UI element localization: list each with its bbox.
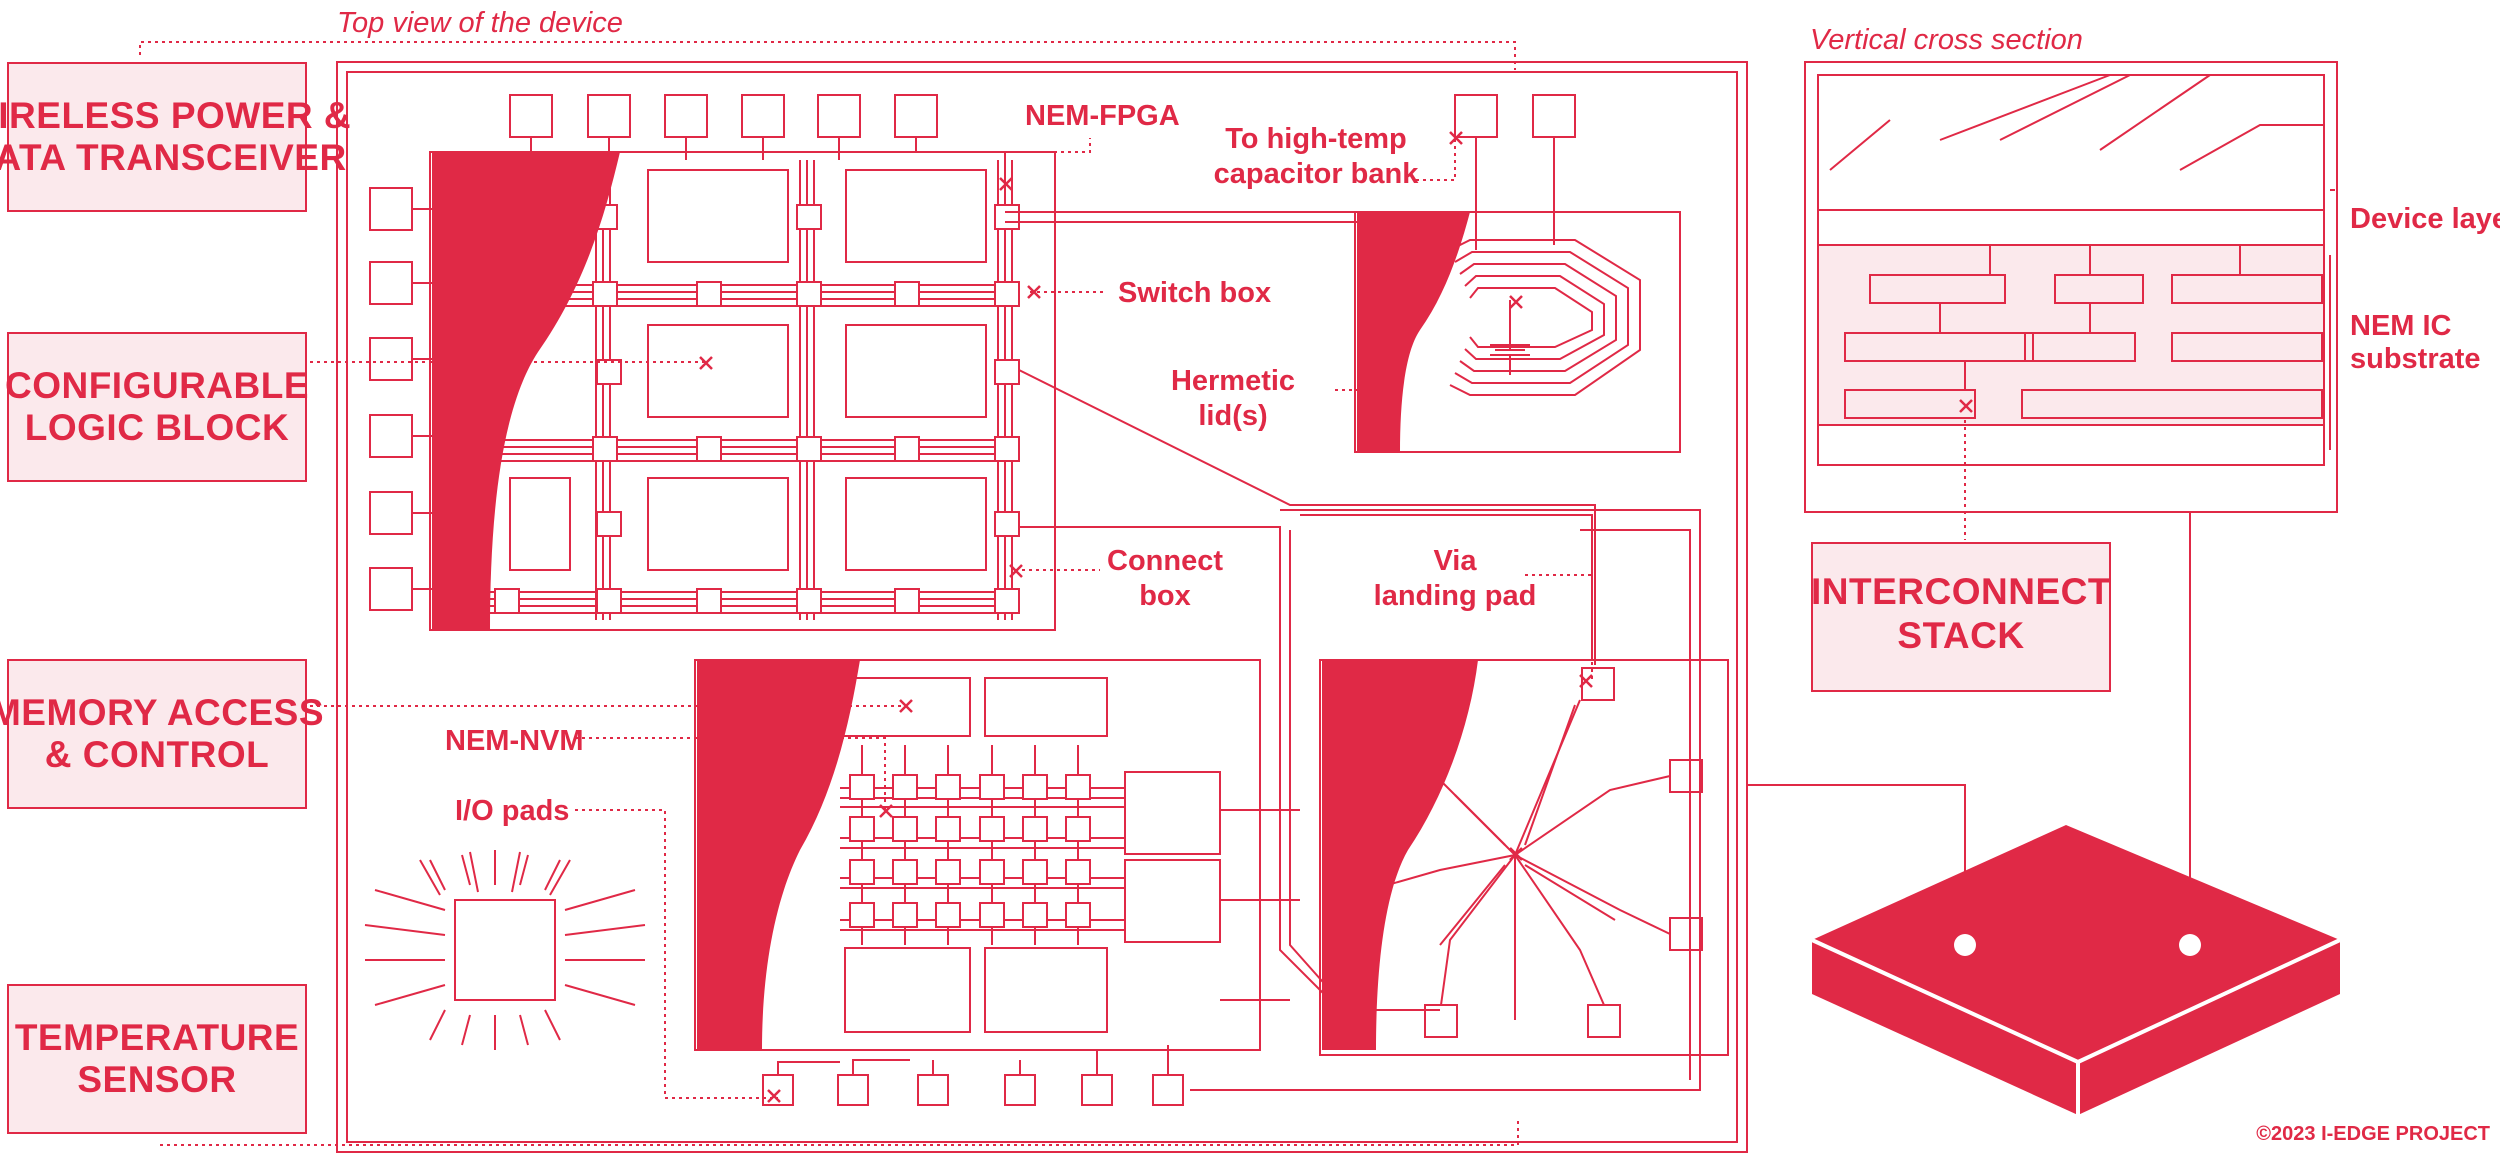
via-label-line2: landing pad bbox=[1374, 580, 1537, 612]
hermetic-lid-region bbox=[1005, 94, 1681, 453]
nem-nvm bbox=[694, 659, 1300, 1106]
cross-section bbox=[1804, 61, 2338, 513]
connect-box-label-line2: box bbox=[1139, 580, 1191, 612]
x-markers bbox=[699, 131, 1973, 1103]
nem-fpga bbox=[369, 94, 1056, 631]
wireless-box bbox=[7, 62, 307, 212]
interconnect-box bbox=[1811, 542, 2111, 692]
capacitor-label-line1: To high-temp bbox=[1225, 123, 1406, 155]
via-label-line1: Via bbox=[1433, 545, 1477, 577]
temperature-sensor bbox=[364, 850, 646, 1050]
memory-label-line1: MEMORY ACCESS bbox=[0, 692, 324, 733]
chip-block bbox=[1811, 825, 2341, 1115]
hermetic-lids bbox=[432, 152, 1478, 1050]
top-view-caption: Top view of the device bbox=[337, 7, 623, 39]
switch-box-label: Switch box bbox=[1118, 277, 1271, 309]
capacitor-label-line2: capacitor bank bbox=[1214, 158, 1420, 190]
nem-nvm-label: NEM-NVM bbox=[445, 725, 584, 757]
logic-box bbox=[7, 332, 307, 482]
temp-label-line1: TEMPERATURE bbox=[15, 1017, 299, 1058]
cross-section-caption: Vertical cross section bbox=[1810, 24, 2083, 56]
wireless-label-line2: DATA TRANSCEIVER bbox=[0, 137, 347, 178]
side-boxes bbox=[7, 62, 2111, 1134]
logic-label-line2: LOGIC BLOCK bbox=[25, 407, 289, 448]
connect-box-label-line1: Connect bbox=[1107, 545, 1223, 577]
nem-ic-label-line1: NEM IC bbox=[2350, 310, 2452, 342]
nem-ic-label-line2: substrate bbox=[2350, 343, 2481, 375]
temp-label-line2: SENSOR bbox=[77, 1059, 236, 1100]
callout-lines bbox=[310, 125, 1593, 1099]
hermetic-label-line1: Hermetic bbox=[1171, 365, 1295, 397]
callout-labels: NEM-FPGA To high-temp capacitor bank Swi… bbox=[445, 100, 2500, 827]
io-pads-region bbox=[1319, 659, 1729, 1056]
device-outline bbox=[336, 61, 1748, 1153]
temp-box bbox=[7, 984, 307, 1134]
interconnect-label-line2: STACK bbox=[1897, 615, 2024, 656]
top-view-guide-bottom bbox=[160, 1120, 1519, 1146]
copyright: ©2023 I-EDGE PROJECT bbox=[2256, 1123, 2490, 1145]
hermetic-label-line2: lid(s) bbox=[1198, 400, 1267, 432]
io-pads-label: I/O pads bbox=[455, 795, 569, 827]
memory-label-line2: & CONTROL bbox=[45, 734, 269, 775]
device-outline-inner bbox=[346, 71, 1738, 1143]
nem-fpga-label: NEM-FPGA bbox=[1025, 100, 1180, 132]
side-box-labels: WIRELESS POWER & DATA TRANSCEIVER CONFIG… bbox=[0, 95, 2111, 1100]
memory-box bbox=[7, 659, 307, 809]
interconnect-label-line1: INTERCONNECT bbox=[1811, 571, 2111, 612]
logic-label-line1: CONFIGURABLE bbox=[5, 365, 309, 406]
wireless-label-line1: WIRELESS POWER & bbox=[0, 95, 351, 136]
top-view-guide bbox=[139, 41, 1516, 70]
device-layer-label: Device layer bbox=[2350, 203, 2500, 235]
